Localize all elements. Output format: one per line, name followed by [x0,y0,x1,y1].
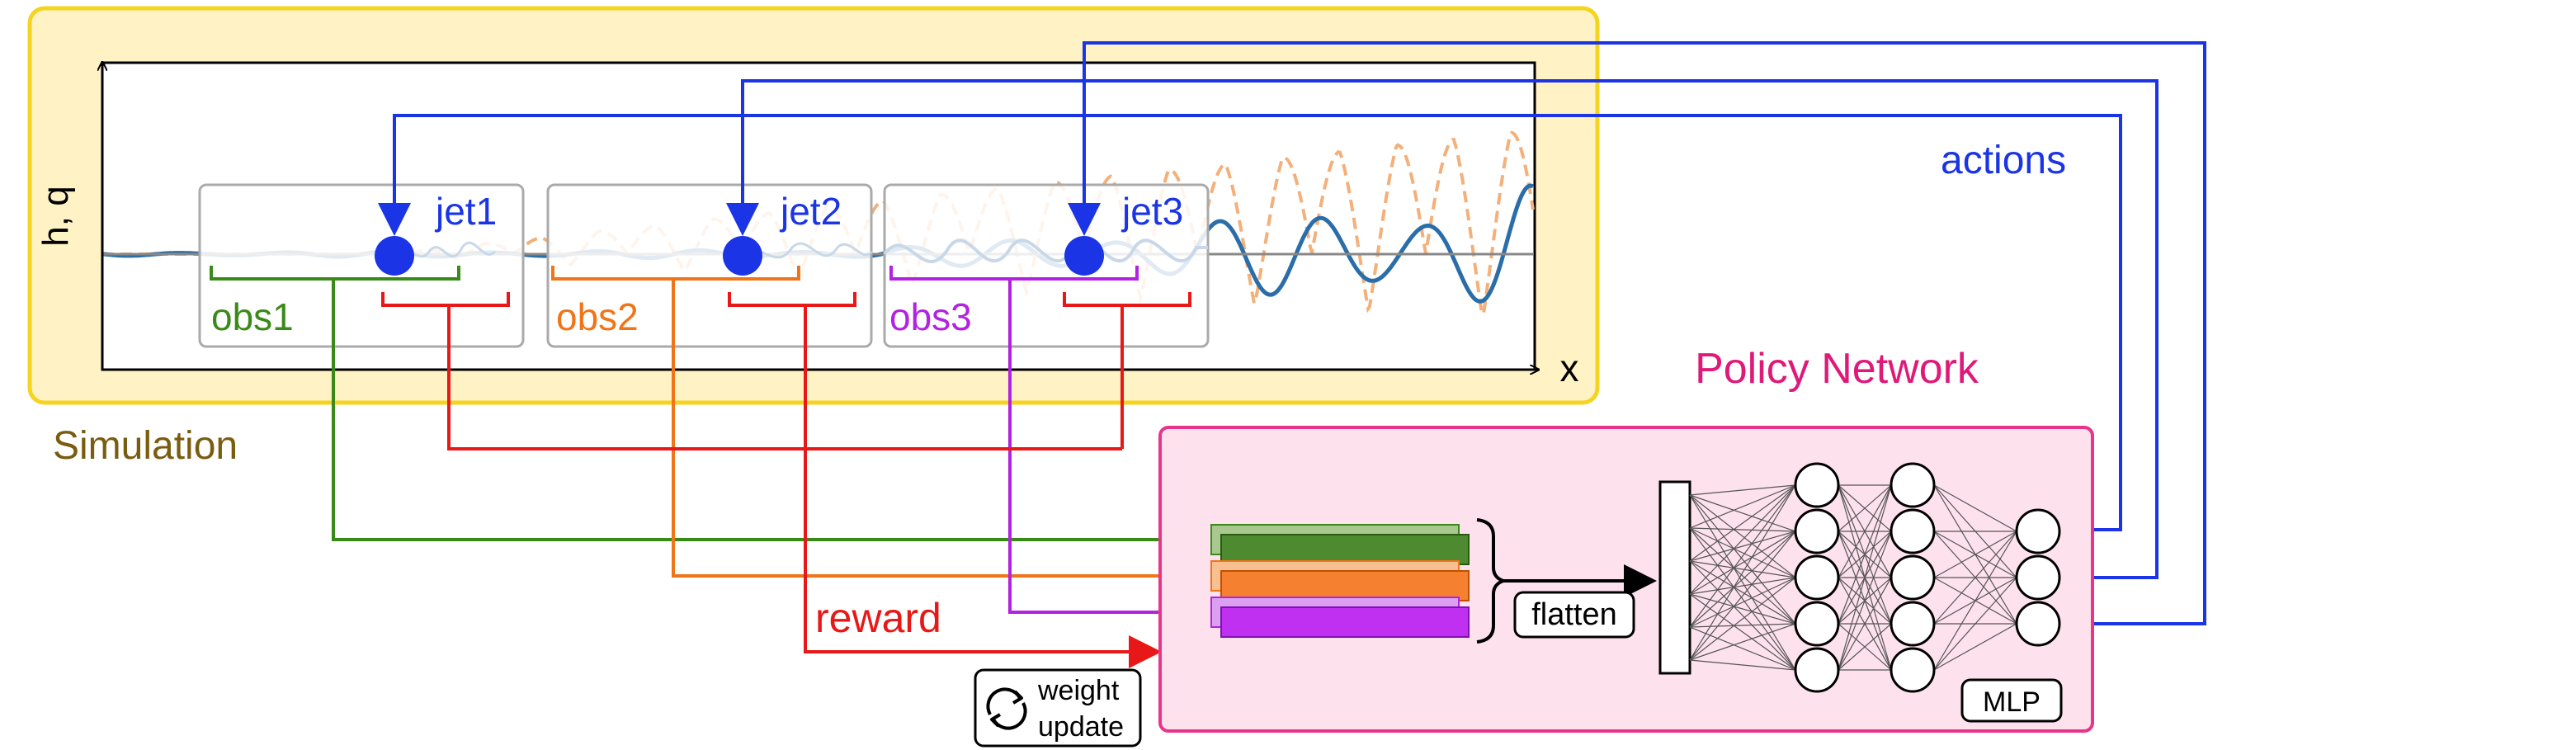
weight-update-box: weight update [974,668,1142,748]
mlp-node-layer1-4 [1794,601,1840,647]
jet1-faint-wave [395,241,497,258]
reward2-arrow [804,305,1162,668]
jet2-faint-wave [742,242,873,259]
reward1-bracket [381,292,510,307]
actions-label: actions [1941,139,2066,182]
reward-lines [447,305,1162,668]
mlp-input-bar [1658,480,1691,675]
jet2-label: jet2 [779,190,842,233]
reward3-bracket [1063,292,1191,307]
obs2-arrow [672,279,1213,592]
obs2-label: obs2 [556,295,639,338]
y-axis-label: h, q [35,186,76,246]
jet3-label: jet3 [1121,190,1183,233]
mlp-edges [1689,484,2017,671]
weight-update-line2: update [1038,711,1124,743]
stack-layer-green [1220,534,1470,565]
jet1-label: jet1 [434,190,497,233]
jet3-faint-wave [883,238,1208,263]
jet2-marker [723,236,762,276]
obs3-bracket [889,266,1139,281]
mlp-node-layer3-1 [2015,508,2061,554]
flatten-label-box [1513,591,1635,639]
stack-layer-purple [1220,606,1470,638]
refresh-icon [986,687,1027,730]
mlp-node-layer2-1 [1890,462,1936,508]
mlp-node-layer2-4 [1890,601,1936,647]
mlp-node-layer2-2 [1890,508,1936,554]
obs1-arrow [332,279,1213,556]
obs2-bracket [551,266,800,281]
reward2-bracket [728,292,856,307]
mlp-node-layer1-3 [1794,554,1840,601]
mlp-label-box [1960,678,2063,723]
action-arrow-jet2 [726,79,2158,579]
observation-stack [1210,524,1470,638]
mlp-node-layer1-5 [1794,647,1840,693]
stack-layer-orange [1220,570,1470,601]
obs3-arrow [1008,279,1213,629]
obs3-label: obs3 [889,295,972,338]
jet1-marker [375,236,414,276]
x-axis-label: x [1560,347,1579,389]
reward1-line [447,305,1122,450]
mlp-node-layer2-3 [1890,554,1936,601]
mlp-node-layer1-1 [1794,462,1840,508]
reward-label: reward [815,595,941,641]
mlp-node-layer3-2 [2015,554,2061,601]
mlp-network [1658,462,2061,693]
action-arrow-jet3 [1068,41,2206,625]
mlp-node-layer1-2 [1794,508,1840,554]
policy-network-panel: Policy Network flatten MLP [1158,345,2094,733]
mlp-node-layer2-5 [1890,647,1936,693]
flatten-label: flatten [1531,597,1617,632]
jet3-marker [1064,236,1104,276]
weight-update-line1: weight [1037,675,1120,706]
simulation-label: Simulation [53,424,238,468]
mlp-node-layer3-3 [2015,601,2061,647]
policy-network-title: Policy Network [1695,345,1979,393]
mlp-label: MLP [1983,686,2041,718]
obs1-label: obs1 [211,295,294,338]
simulation-panel: h, q x jet1 jet2 jet3 obs1 obs2 obs3 Sim… [27,6,1600,468]
